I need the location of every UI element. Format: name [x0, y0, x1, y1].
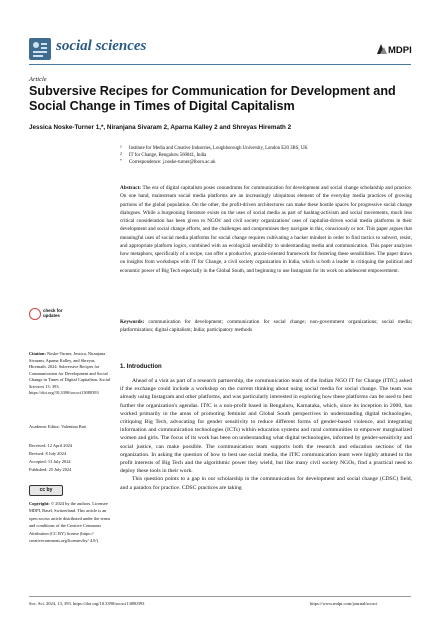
date-received: Received: 12 April 2024 [29, 443, 73, 448]
keywords-text: communication for development; communica… [120, 319, 413, 334]
article-type: Article [29, 76, 47, 83]
publication-dates: Received: 12 April 2024 Revised: 8 July … [29, 442, 111, 474]
cc-license-icon[interactable]: cc by [29, 485, 63, 496]
footer-journal-url[interactable]: https://www.mdpi.com/journal/socsci [310, 601, 378, 606]
body-paragraph: Ahead of a visit as part of a research p… [120, 378, 412, 475]
mdpi-logo-icon[interactable]: MDPI [376, 42, 412, 55]
header-divider [29, 64, 411, 65]
journal-name[interactable]: social sciences [56, 38, 147, 54]
article-title: Subversive Recipes for Communication for… [29, 84, 396, 113]
abstract-text: The era of digital capitalism poses conu… [120, 185, 412, 274]
abstract-label: Abstract: [120, 185, 142, 191]
abstract: Abstract: The era of digital capitalism … [120, 184, 412, 275]
check-updates-icon[interactable] [29, 308, 41, 320]
copyright-block: Copyright: © 2024 by the authors. Licens… [29, 501, 111, 544]
mdpi-logo-text: MDPI [388, 45, 412, 55]
body-text: Ahead of a visit as part of a research p… [120, 377, 412, 492]
keywords: Keywords: communication for development;… [120, 318, 412, 335]
date-published: Published: 25 July 2024 [29, 467, 72, 473]
footer-divider [29, 596, 411, 597]
date-accepted: Accepted: 13 July 2024 [29, 459, 71, 465]
footer-citation[interactable]: Soc. Sci. 2024, 13, 393. https://doi.org… [29, 601, 145, 606]
author-list: Jessica Noske-Turner 1,*, Niranjana Siva… [29, 124, 292, 131]
date-revised: Revised: 8 July 2024 [29, 451, 66, 457]
body-paragraph: This question points to a gap in our sch… [120, 476, 412, 491]
journal-logo-icon [29, 38, 51, 60]
keywords-label: Keywords: [120, 319, 145, 325]
section-heading: 1. Introduction [120, 364, 162, 370]
citation-block: Citation: Noske-Turner, Jessica, Niranja… [29, 351, 111, 395]
check-updates-label[interactable]: check for updates [43, 308, 63, 318]
academic-editor: Academic Editor: Valentina Baú [29, 424, 86, 429]
